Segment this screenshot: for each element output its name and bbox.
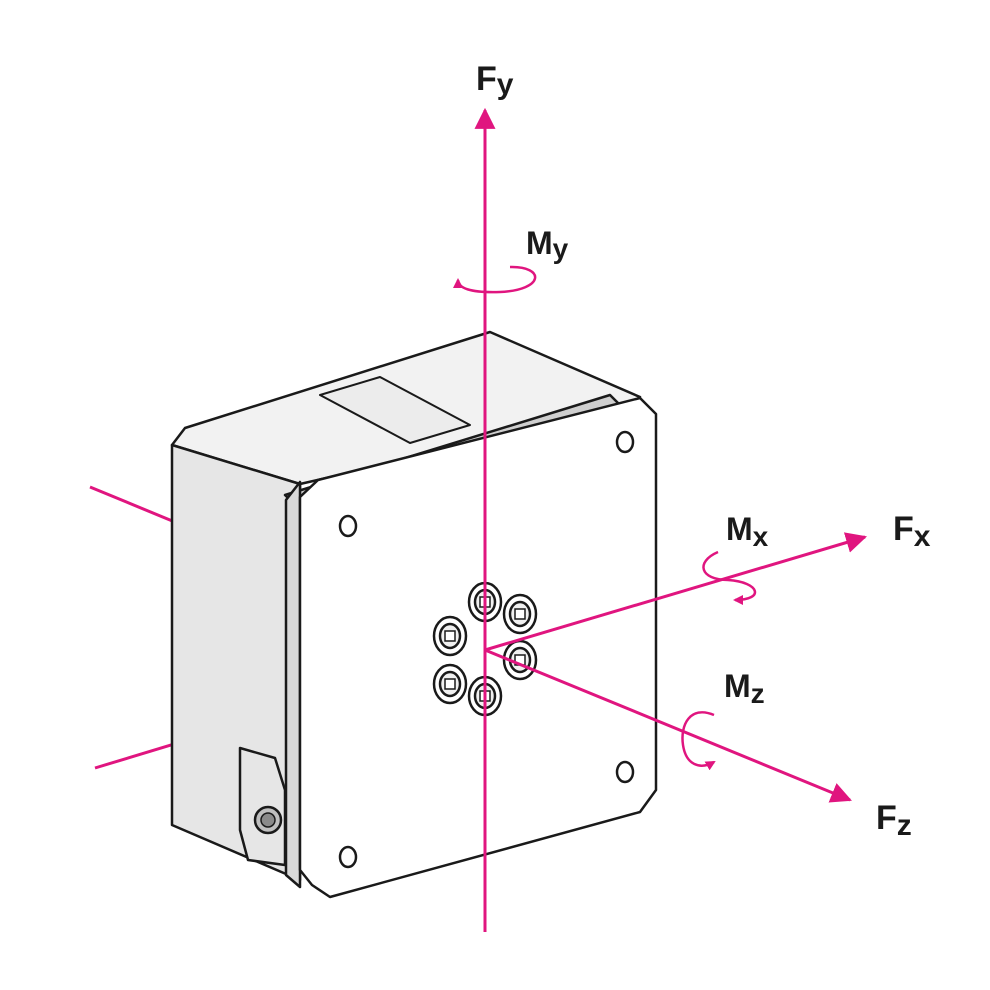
front-plate-face <box>298 396 658 899</box>
bracket-hole-inner <box>260 812 276 828</box>
corner-hole-bottom-right <box>615 760 635 784</box>
mx-moment-arrow <box>702 550 757 605</box>
bolt-upper-right <box>502 593 538 635</box>
corner-hole-top-left <box>338 514 358 538</box>
front-plate-edge <box>284 480 302 889</box>
sensor-block <box>170 330 658 899</box>
bolt-lower-left <box>432 663 468 705</box>
x-axis <box>484 532 868 652</box>
z-axis <box>484 648 852 803</box>
bolt-upper-left <box>432 615 468 657</box>
label-fz: Fz <box>876 799 912 842</box>
axis-labels: Fy My Mx Fx Mz Fz <box>476 60 931 842</box>
label-fx: Fx <box>893 510 931 553</box>
label-mz: Mz <box>724 668 765 709</box>
label-fy: Fy <box>476 60 514 101</box>
corner-hole-top-right <box>615 430 635 454</box>
mount-bracket <box>238 746 287 867</box>
top-window <box>319 376 471 444</box>
axes-front <box>474 107 868 932</box>
moment-arrows <box>453 265 757 771</box>
my-moment-arrow <box>453 265 537 294</box>
label-mx: Mx <box>726 511 769 552</box>
mz-moment-arrow <box>681 711 716 771</box>
corner-hole-bottom-left <box>338 845 358 869</box>
label-my: My <box>526 225 569 264</box>
